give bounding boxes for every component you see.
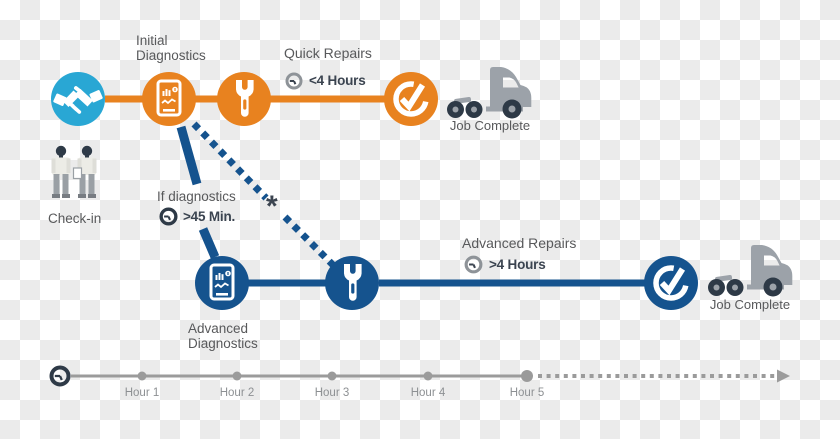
branch-condition-label: If diagnostics <box>157 189 236 204</box>
checkin-node <box>51 72 105 126</box>
truck-icon <box>708 245 793 297</box>
diagnostics-tablet-icon <box>156 79 182 117</box>
check-icon <box>653 265 689 301</box>
timeline-hour-dots <box>137 370 533 382</box>
advanced-diagnostics-node <box>195 256 249 310</box>
advanced-diagnostics-label: Advanced Diagnostics <box>188 321 258 352</box>
branch-duration: >45 Min. <box>183 209 236 224</box>
branch-line-segment-2 <box>198 227 220 259</box>
timeline-hour-2: Hour 2 <box>219 387 255 399</box>
initial-diagnostics-label: Initial Diagnostics <box>136 33 206 64</box>
people-icon <box>51 145 97 198</box>
truck-icon <box>447 67 532 119</box>
timeline-hour-4: Hour 4 <box>410 387 446 399</box>
quick-repairs-title: Quick Repairs <box>284 45 372 61</box>
quick-repair-node <box>217 72 271 126</box>
quick-complete-node <box>384 72 438 126</box>
quick-job-complete-label: Job Complete <box>449 118 531 133</box>
advanced-repairs-title: Advanced Repairs <box>462 235 577 251</box>
dashed-line-initial-advwrench-1 <box>191 121 269 201</box>
footnote-asterisk: * <box>266 190 278 223</box>
advanced-repairs-duration: >4 Hours <box>489 257 546 272</box>
timeline-clock-icon <box>49 365 71 387</box>
clock-icon <box>285 72 303 90</box>
advanced-repair-node <box>325 256 379 310</box>
wrench-icon <box>236 80 254 117</box>
diagnostics-tablet-icon <box>209 263 235 301</box>
timeline-hour-1: Hour 1 <box>124 387 160 399</box>
timeline-arrow-icon <box>777 369 790 383</box>
initial-diagnostics-node <box>142 72 196 126</box>
timeline-hour-3: Hour 3 <box>314 387 350 399</box>
wrench-icon <box>344 264 362 301</box>
advanced-complete-node <box>644 256 698 310</box>
clock-icon <box>159 207 178 226</box>
timeline-hour-5: Hour 5 <box>509 387 545 399</box>
checkin-label: Check-in <box>48 211 102 226</box>
advanced-job-complete-label: Job Complete <box>709 297 791 312</box>
handshake-icon <box>53 86 103 114</box>
check-icon <box>393 81 429 117</box>
branch-line-segment-1 <box>176 125 202 186</box>
quick-repairs-duration: <4 Hours <box>309 73 366 88</box>
clock-icon <box>464 255 483 274</box>
